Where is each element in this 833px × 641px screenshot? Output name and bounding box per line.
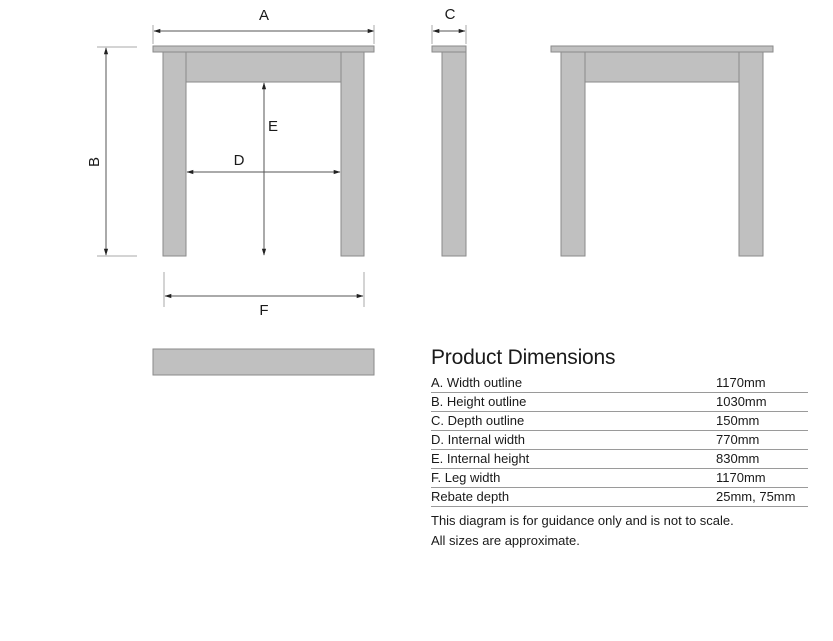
row-value: 25mm, 75mm bbox=[716, 489, 796, 504]
row-label: E. Internal height bbox=[431, 451, 530, 466]
row-label: C. Depth outline bbox=[431, 413, 525, 428]
row-value: 1030mm bbox=[716, 394, 767, 409]
row-value: 830mm bbox=[716, 451, 760, 466]
mantel-shelf bbox=[152, 45, 375, 53]
row-label: D. Internal width bbox=[431, 432, 525, 447]
left-leg bbox=[162, 51, 187, 257]
frieze-panel bbox=[185, 51, 342, 83]
row-value: 1170mm bbox=[716, 470, 766, 485]
front-view-dimensioned: A B E D F bbox=[86, 7, 375, 319]
table-row: Rebate depth 25mm, 75mm bbox=[431, 488, 808, 507]
table-row: D. Internal width 770mm bbox=[431, 431, 808, 450]
dimension-f-label: F bbox=[259, 302, 268, 319]
row-value: 770mm bbox=[716, 432, 760, 447]
right-leg bbox=[340, 51, 365, 257]
disclaimer-line: This diagram is for guidance only and is… bbox=[431, 513, 734, 528]
dimension-b-label: B bbox=[86, 157, 103, 167]
hearth-slab bbox=[152, 348, 375, 376]
dimension-c-label: C bbox=[445, 6, 456, 23]
row-label: B. Height outline bbox=[431, 394, 527, 409]
dimensions-panel: Product Dimensions A. Width outline 1170m… bbox=[431, 346, 811, 551]
dimensions-title: Product Dimensions bbox=[431, 346, 616, 369]
plain-mantel-shelf bbox=[550, 45, 774, 53]
side-shelf bbox=[431, 45, 467, 53]
plain-right-leg bbox=[738, 51, 764, 257]
table-row: B. Height outline 1030mm bbox=[431, 393, 808, 412]
disclaimer-line: All sizes are approximate. bbox=[431, 533, 580, 548]
plain-frieze-panel bbox=[584, 51, 740, 83]
dimension-a-label: A bbox=[259, 7, 269, 24]
table-row: C. Depth outline 150mm bbox=[431, 412, 808, 431]
row-value: 150mm bbox=[716, 413, 760, 428]
dimension-d-label: D bbox=[234, 152, 245, 169]
dimensions-table: A. Width outline 1170mm B. Height outline… bbox=[431, 374, 811, 507]
dimension-e-label: E bbox=[268, 118, 278, 135]
row-value: 1170mm bbox=[716, 375, 766, 390]
row-label: Rebate depth bbox=[431, 489, 510, 504]
disclaimer: This diagram is for guidance only and is… bbox=[431, 511, 811, 551]
table-row: F. Leg width 1170mm bbox=[431, 469, 808, 488]
table-row: E. Internal height 830mm bbox=[431, 450, 808, 469]
row-label: A. Width outline bbox=[431, 375, 523, 390]
side-view: C bbox=[431, 6, 467, 257]
front-view-plain bbox=[550, 45, 774, 257]
table-row: A. Width outline 1170mm bbox=[431, 374, 808, 393]
row-label: F. Leg width bbox=[431, 470, 501, 485]
plain-left-leg bbox=[560, 51, 586, 257]
side-leg bbox=[441, 51, 467, 257]
